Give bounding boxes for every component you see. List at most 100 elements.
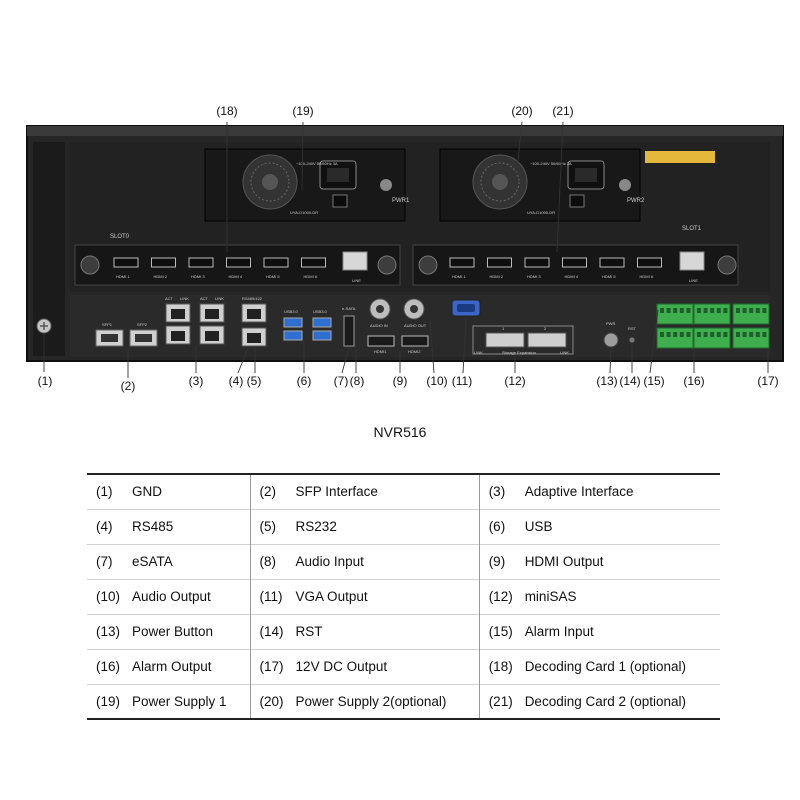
sfp2-label: SFP2 (137, 322, 148, 327)
legend-label: HDMI Output (524, 554, 604, 569)
thumbscrew-icon[interactable] (418, 255, 438, 275)
callout-number: (19) (292, 104, 313, 118)
callout-number: (17) (757, 374, 778, 388)
hdmi-port[interactable] (113, 257, 139, 268)
hdmi-port[interactable] (401, 335, 429, 347)
usb-port[interactable] (283, 317, 303, 328)
hdmi-outputs: HDMI1 HDMI2 (367, 335, 429, 354)
hdmi-port-label: HDMI 5 (266, 274, 280, 279)
legend-number: (9) (488, 554, 506, 569)
audio-in-label: AUDIO IN (370, 323, 388, 328)
left-bay (33, 142, 65, 356)
chassis-top-edge (27, 126, 783, 136)
legend-label: SFP Interface (295, 484, 378, 500)
callout-number: (10) (426, 374, 447, 388)
minisas-port[interactable] (485, 332, 525, 348)
pwr-label: PWR (606, 321, 615, 326)
hdmi-port-label: HDMI 2 (154, 274, 168, 279)
power-switch-icon[interactable] (332, 194, 348, 208)
callout-number: (12) (504, 374, 525, 388)
hdmi-port[interactable] (599, 257, 625, 268)
callout-number: (5) (247, 374, 262, 388)
hdmi-port[interactable] (151, 257, 176, 268)
legend-label: Power Supply 2(optional) (295, 693, 447, 709)
hdmi-port[interactable] (449, 257, 475, 268)
legend-number: (12) (488, 589, 513, 604)
audio-out-label: AUDIO OUT (404, 323, 427, 328)
thumbscrew-icon[interactable] (377, 255, 397, 275)
minisas-link-2: LINK (560, 350, 569, 355)
legend-cell: (20)Power Supply 2(optional) (249, 683, 480, 720)
terminal-block-green[interactable] (693, 303, 731, 325)
legend-number: (18) (488, 659, 513, 674)
rs485-label: RS485/422 (242, 296, 263, 301)
terminal-block-green[interactable] (732, 327, 770, 349)
leader-line (609, 347, 612, 374)
legend-number: (21) (488, 693, 513, 709)
thumbscrew-icon[interactable] (717, 255, 737, 275)
power-switch-icon[interactable] (569, 194, 585, 208)
legend-number: (3) (488, 484, 506, 500)
hdmi-port-label: HDMI 5 (602, 274, 616, 279)
legend-cell: (5)RS232 (249, 508, 480, 544)
line-label-1: LINE (689, 278, 698, 283)
esata-port[interactable] (343, 315, 355, 347)
psu-model-1: UYA-D1000-DR (290, 210, 318, 215)
terminal-block-green[interactable] (732, 303, 770, 325)
port-legend-table: (1)GND(2)SFP Interface(3)Adaptive Interf… (87, 473, 720, 720)
legend-label: Alarm Output (132, 659, 212, 674)
minisas-caption: Storage Expansion (502, 350, 536, 355)
hdmi-port[interactable] (367, 335, 395, 347)
legend-label: Audio Output (132, 589, 211, 604)
legend-number: (5) (259, 519, 277, 534)
esata-label: e-SATA (342, 306, 356, 311)
hdmi-port[interactable] (226, 257, 251, 268)
eth-link-2: LINK (215, 296, 224, 301)
legend-number: (10) (96, 589, 121, 604)
legend-number: (7) (96, 554, 113, 569)
callout-number: (21) (552, 104, 573, 118)
psu-rating-2: ~100-240V 50/60Hz 3A (530, 161, 572, 166)
psu-screw-icon (619, 179, 631, 191)
device-illustration: ~100-240V 50/60Hz 3A UYA-D1000-DR PWR1 ~… (26, 104, 784, 393)
usb-port[interactable] (283, 330, 303, 341)
usb-port[interactable] (312, 330, 332, 341)
psu-rating-1: ~100-240V 50/60Hz 3A (296, 161, 338, 166)
thumbscrew-icon[interactable] (80, 255, 100, 275)
legend-cell: (13)Power Button (87, 613, 251, 649)
legend-cell: (3)Adaptive Interface (478, 473, 720, 509)
legend-label: Audio Input (295, 554, 364, 569)
hdmi-port[interactable] (487, 257, 512, 268)
alarm-terminal-blocks (656, 303, 770, 349)
reset-button[interactable] (628, 336, 636, 344)
legend-number: (15) (488, 624, 513, 639)
hdmi-port[interactable] (301, 257, 326, 268)
hdmi-port[interactable] (188, 257, 214, 268)
rst-label: RST (628, 326, 637, 331)
legend-number: (11) (259, 589, 283, 604)
hdmi-port[interactable] (263, 257, 289, 268)
legend-label: Decoding Card 1 (optional) (524, 659, 687, 674)
terminal-block-green[interactable] (693, 327, 731, 349)
terminal-block (342, 251, 368, 271)
usb-ports: USB3.0 USB3.0 (283, 309, 332, 341)
hdmi-port-label: HDMI 6 (304, 274, 318, 279)
legend-cell: (11) VGA Output (249, 578, 480, 614)
hdmi-port[interactable] (524, 257, 550, 268)
callout-number: (13) (596, 374, 617, 388)
hdmi-port-label: HDMI 4 (565, 274, 579, 279)
psu-screw-icon (380, 179, 392, 191)
power-button[interactable] (603, 332, 619, 348)
terminal-block-green[interactable] (656, 303, 694, 325)
hdmi-port[interactable] (562, 257, 587, 268)
terminal-block-green[interactable] (656, 327, 694, 349)
legend-cell: (15)Alarm Input (478, 613, 720, 649)
hdmi-port[interactable] (637, 257, 662, 268)
minisas-port[interactable] (527, 332, 567, 348)
legend-number: (6) (488, 519, 506, 534)
usb-label-2: USB3.0 (313, 309, 328, 314)
usb-port[interactable] (312, 317, 332, 328)
legend-row: (7)eSATA(8)Audio Input(9)HDMI Output (87, 543, 720, 579)
legend-label: VGA Output (295, 589, 368, 604)
